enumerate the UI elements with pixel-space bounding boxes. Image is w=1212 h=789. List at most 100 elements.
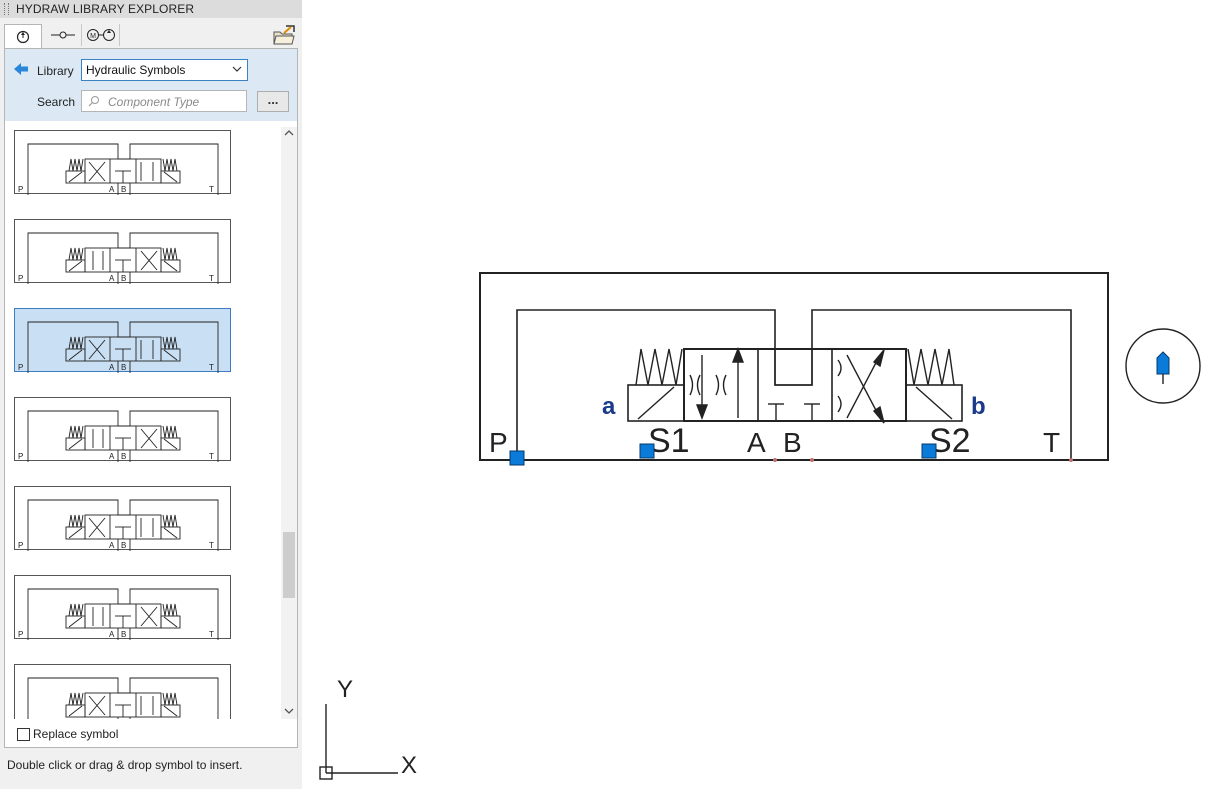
left-position-flow xyxy=(689,347,745,420)
search-icon xyxy=(88,96,99,107)
back-button[interactable] xyxy=(13,62,29,81)
library-content: Library Hydraulic Symbols Search Compone… xyxy=(4,48,298,748)
search-placeholder: Component Type xyxy=(108,95,200,109)
grip-s1[interactable] xyxy=(639,443,655,459)
thumb-label-t: T xyxy=(209,452,214,461)
grip-points[interactable] xyxy=(509,443,937,466)
thumb-label-p: P xyxy=(18,185,23,194)
replace-symbol-label: Replace symbol xyxy=(33,727,119,741)
scroll-down-icon[interactable] xyxy=(284,707,294,715)
thumb-label-t: T xyxy=(209,630,214,639)
list-scrollbar[interactable] xyxy=(281,127,297,719)
library-dropdown-value: Hydraulic Symbols xyxy=(86,63,186,77)
thumb-label-a: A xyxy=(109,185,115,194)
chevron-down-icon xyxy=(232,66,242,72)
solenoid-label-b: b xyxy=(971,393,986,420)
grip-s2[interactable] xyxy=(921,443,937,459)
scroll-up-icon[interactable] xyxy=(284,129,294,137)
ucs-y-label: Y xyxy=(337,676,353,703)
ucs-icon: Y X xyxy=(319,676,417,780)
right-position-flow xyxy=(837,349,885,424)
panel-title: HYDRAW LIBRARY EXPLORER xyxy=(16,2,195,16)
thumb-label-b: B xyxy=(121,541,126,550)
thumb-label-a: A xyxy=(109,452,115,461)
port-label-s1: S1 xyxy=(648,422,690,460)
thumb-label-t: T xyxy=(209,363,214,372)
tab-components[interactable]: M xyxy=(82,24,120,46)
more-options-button[interactable]: ... xyxy=(257,91,289,112)
valve-labels: P S1 A B S2 T a b xyxy=(489,393,1060,460)
open-folder-icon xyxy=(273,25,295,45)
panel-title-bar[interactable]: HYDRAW LIBRARY EXPLORER xyxy=(0,0,302,18)
grip-p[interactable] xyxy=(509,450,525,466)
library-label: Library xyxy=(37,64,74,78)
tab-symbols[interactable] xyxy=(4,24,42,49)
solenoid-label-a: a xyxy=(602,393,616,420)
thumb-label-b: B xyxy=(121,630,126,639)
thumb-label-a: A xyxy=(109,630,115,639)
thumb-label-b: B xyxy=(121,452,126,461)
port-label-t: T xyxy=(1043,427,1060,458)
rotation-grip[interactable] xyxy=(1125,328,1201,404)
connection-dots xyxy=(773,458,1073,462)
thumb-label-b: B xyxy=(121,363,126,372)
motor-pump-icon: M xyxy=(86,29,115,41)
drawing-canvas[interactable]: P S1 A B S2 T a b Y X xyxy=(302,0,1212,789)
svg-text:M: M xyxy=(90,33,96,40)
search-label: Search xyxy=(37,95,76,109)
scroll-thumb[interactable] xyxy=(283,532,295,598)
valve-line-icon xyxy=(50,31,75,39)
search-input[interactable]: Component Type xyxy=(81,90,247,112)
valve-symbol[interactable] xyxy=(479,272,1109,461)
pump-symbol-icon xyxy=(16,30,30,44)
library-explorer-panel: HYDRAW LIBRARY EXPLORER M Library Hydrau… xyxy=(0,0,302,789)
back-arrow-icon xyxy=(14,63,28,75)
spring-right xyxy=(907,348,955,386)
thumb-label-p: P xyxy=(18,274,23,283)
center-position-flow xyxy=(768,349,820,421)
filter-area: Library Hydraulic Symbols Search Compone… xyxy=(5,49,297,121)
thumb-label-p: P xyxy=(18,452,23,461)
tab-lines[interactable] xyxy=(44,24,82,46)
library-dropdown[interactable]: Hydraulic Symbols xyxy=(81,59,248,81)
thumb-label-t: T xyxy=(209,541,214,550)
thumb-label-t: T xyxy=(209,274,214,283)
valve-outer-border xyxy=(479,272,1109,461)
status-hint: Double click or drag & drop symbol to in… xyxy=(7,758,243,772)
drawing-area[interactable]: P S1 A B S2 T a b Y X xyxy=(302,0,1212,789)
thumb-label-p: P xyxy=(18,541,23,550)
thumb-label-t: T xyxy=(209,185,214,194)
thumb-label-b: B xyxy=(121,274,126,283)
thumb-label-p: P xyxy=(18,630,23,639)
port-label-p: P xyxy=(489,427,508,458)
thumb-label-a: A xyxy=(109,363,115,372)
solenoid-a xyxy=(627,384,685,422)
open-library-button[interactable] xyxy=(270,22,298,48)
port-label-a: A xyxy=(747,427,766,458)
port-label-b: B xyxy=(783,427,802,458)
drag-grip-icon[interactable] xyxy=(4,3,9,15)
solenoid-b xyxy=(905,384,963,422)
thumb-label-a: A xyxy=(109,274,115,283)
thumb-label-b: B xyxy=(121,185,126,194)
thumb-label-a: A xyxy=(109,541,115,550)
thumb-label-p: P xyxy=(18,363,23,372)
ucs-x-label: X xyxy=(401,752,417,779)
replace-symbol-checkbox[interactable] xyxy=(17,728,30,741)
spring-left xyxy=(635,348,683,386)
